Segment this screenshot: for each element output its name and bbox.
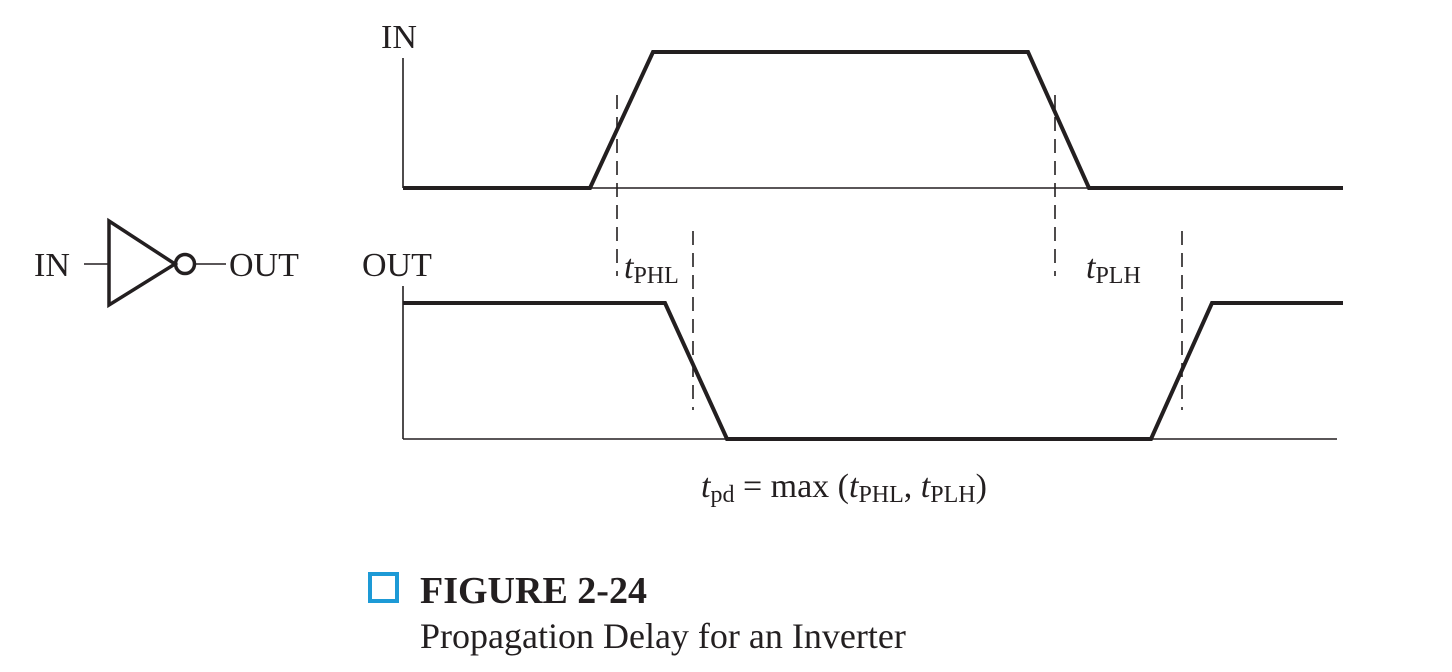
tphl-label: tPHL xyxy=(624,249,679,289)
figure-number: FIGURE 2-24 xyxy=(420,570,647,612)
eq-close: ) xyxy=(976,468,987,505)
eq-arg2-symbol: t xyxy=(921,468,932,505)
in-waveform-label: IN xyxy=(381,19,417,56)
in-signal-trace xyxy=(403,50,1343,190)
eq-lhs-subscript: pd xyxy=(710,482,734,508)
in-waveform-group: IN xyxy=(381,19,1343,190)
eq-lhs-symbol: t xyxy=(701,468,712,505)
eq-arg1-symbol: t xyxy=(849,468,860,505)
inverter-triangle-icon xyxy=(107,217,179,309)
out-waveform-label: OUT xyxy=(362,247,432,284)
inverter-bubble-icon xyxy=(173,252,197,276)
gate-input-label: IN xyxy=(34,247,70,284)
tpd-equation: tpd = max (tPHL, tPLH) xyxy=(701,468,987,508)
eq-middle: = max ( xyxy=(734,468,849,505)
out-waveform-group: OUT xyxy=(362,247,1343,441)
tphl-symbol: t xyxy=(624,249,635,286)
tphl-subscript: PHL xyxy=(633,263,678,289)
figure-title: Propagation Delay for an Inverter xyxy=(420,616,906,656)
eq-arg1-subscript: PHL xyxy=(858,482,903,508)
tplh-symbol: t xyxy=(1086,249,1097,286)
caption-marker-icon xyxy=(368,572,399,603)
tplh-label: tPLH xyxy=(1086,249,1141,289)
delay-markers xyxy=(616,95,1183,410)
out-signal-trace xyxy=(403,301,1343,441)
eq-arg2-subscript: PLH xyxy=(930,482,975,508)
figure-caption: FIGURE 2-24 Propagation Delay for an Inv… xyxy=(368,570,906,656)
eq-comma: , xyxy=(904,468,921,505)
gate-output-label: OUT xyxy=(229,247,299,284)
tplh-subscript: PLH xyxy=(1095,263,1140,289)
inverter-gate-symbol: IN OUT xyxy=(34,217,299,309)
